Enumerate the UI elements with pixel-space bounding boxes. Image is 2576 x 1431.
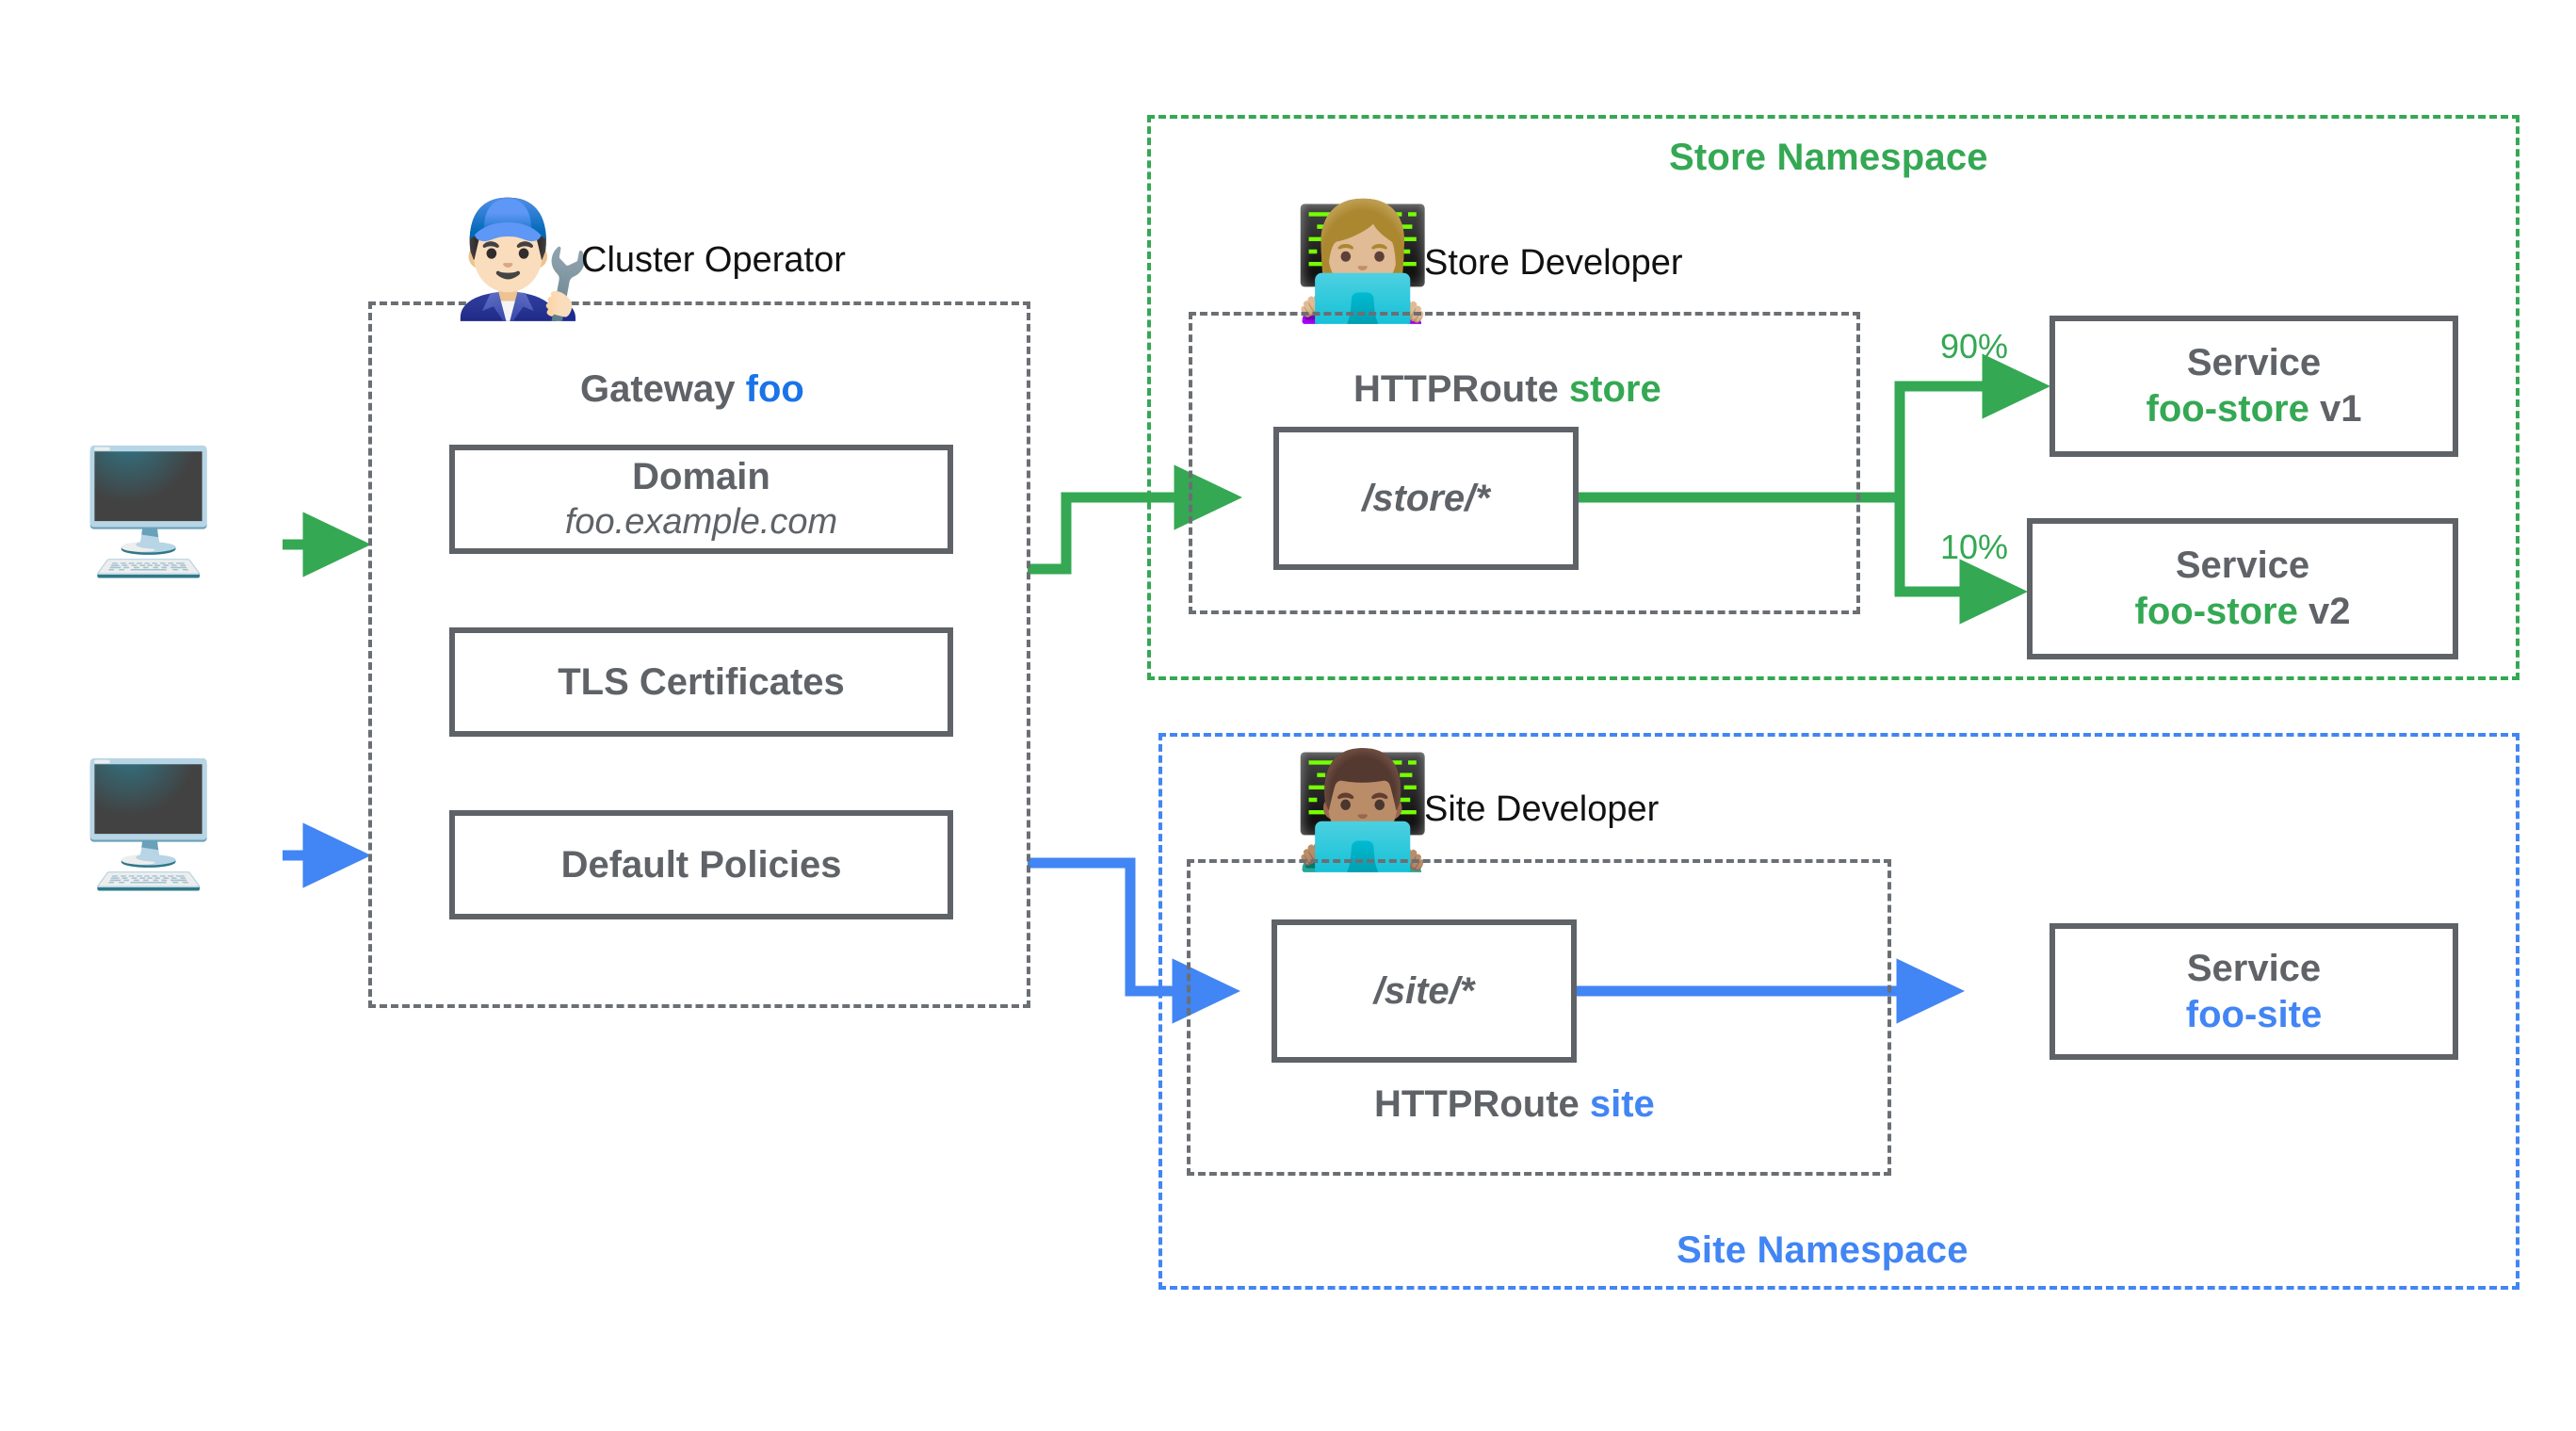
httproute-site-group-box: [1187, 859, 1891, 1176]
weight-label-90: 90%: [1940, 327, 2009, 366]
weight-label-10: 10%: [1940, 528, 2009, 566]
gateway-item-domain[interactable]: Domain foo.example.com: [449, 445, 953, 554]
gateway-item-default-policies[interactable]: Default Policies: [449, 810, 953, 919]
gateway-item-policies-title: Default Policies: [560, 843, 842, 886]
httproute-site-header: HTTPRoute site: [1374, 1083, 1655, 1126]
service-v2-title: Service: [2175, 545, 2310, 587]
service-v2-name: foo-store: [2134, 591, 2309, 632]
gateway-item-domain-subtitle: foo.example.com: [564, 502, 838, 543]
httproute-store-path-text: /store/*: [1362, 477, 1490, 519]
cluster-operator-label: Cluster Operator: [581, 240, 846, 280]
httproute-site-path-text: /site/*: [1373, 969, 1475, 1012]
httproute-store-header-prefix: HTTPRoute: [1353, 368, 1569, 410]
service-v1-name: foo-store: [2146, 388, 2320, 430]
service-v1-version: v1: [2319, 388, 2362, 430]
gateway-header-name: foo: [745, 368, 804, 410]
gateway-group-box: [368, 301, 1030, 1008]
gateway-item-tls-certificates[interactable]: TLS Certificates: [449, 627, 953, 737]
service-foo-store-v1[interactable]: Service foo-store v1: [2049, 316, 2458, 457]
gateway-item-domain-title: Domain: [632, 456, 770, 498]
httproute-store-header: HTTPRoute store: [1353, 368, 1661, 411]
service-v1-name-row: foo-store v1: [2147, 386, 2362, 432]
namespace-store-title: Store Namespace: [1669, 137, 1988, 178]
woman-technologist-icon: 👩🏼‍💻: [1292, 199, 1434, 325]
store-developer-label: Store Developer: [1424, 243, 1683, 283]
httproute-site-match-path[interactable]: /site/*: [1272, 919, 1577, 1063]
man-technologist-icon: 👨🏽‍💻: [1292, 747, 1434, 873]
man-mechanic-icon: 👨🏻‍🔧: [452, 196, 593, 322]
httproute-store-header-name: store: [1568, 368, 1661, 410]
site-developer-label: Site Developer: [1424, 789, 1660, 829]
gateway-item-tls-title: TLS Certificates: [558, 660, 845, 703]
service-foo-site[interactable]: Service foo-site: [2049, 923, 2458, 1060]
namespace-store-box: [1147, 115, 2519, 680]
service-site-name: foo-site: [2185, 993, 2323, 1035]
httproute-store-match-path[interactable]: /store/*: [1273, 427, 1579, 570]
httproute-site-header-prefix: HTTPRoute: [1374, 1083, 1590, 1125]
service-foo-store-v2[interactable]: Service foo-store v2: [2027, 518, 2458, 659]
service-site-title: Service: [2186, 947, 2322, 989]
service-v1-title: Service: [2186, 342, 2322, 384]
httproute-site-header-name: site: [1589, 1083, 1655, 1125]
service-v2-version: v2: [2308, 591, 2351, 632]
namespace-site-title: Site Namespace: [1677, 1229, 1968, 1271]
gateway-header-prefix: Gateway: [580, 368, 746, 410]
namespace-site-box: [1158, 733, 2519, 1290]
service-site-name-row: foo-site: [2186, 992, 2322, 1038]
desktop-computer-icon: 🖥️: [73, 445, 224, 579]
httproute-store-group-box: [1189, 312, 1860, 614]
service-v2-name-row: foo-store v2: [2135, 589, 2351, 635]
desktop-computer-icon: 🖥️: [73, 757, 224, 892]
gateway-header: Gateway foo: [580, 368, 804, 411]
